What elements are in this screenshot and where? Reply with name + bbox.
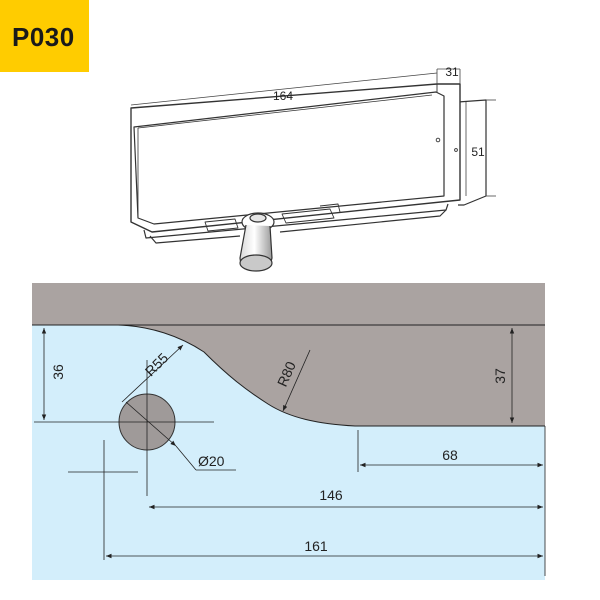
notch-depth-label: 37 — [492, 368, 508, 384]
glass-cutout-view — [32, 283, 545, 580]
hole-offset-label: 146 — [319, 487, 343, 503]
height-dimension-label: 51 — [471, 145, 485, 159]
product-code-badge: P030 — [0, 0, 89, 72]
edge-depth-label: 36 — [50, 364, 66, 380]
length-dimension-label: 164 — [273, 89, 293, 103]
cutout-dimension-lines — [34, 328, 546, 576]
product-code: P030 — [12, 22, 75, 52]
hinge-isometric-view — [130, 83, 487, 244]
fitting-profile — [32, 283, 545, 426]
pivot-handle — [239, 212, 275, 272]
depth-dimension-label: 31 — [445, 65, 459, 79]
notch-length-label: 68 — [442, 447, 458, 463]
overall-length-label: 161 — [304, 538, 328, 554]
hole-diameter-label: Ø20 — [198, 453, 225, 469]
top-view-dimensions — [130, 68, 496, 197]
